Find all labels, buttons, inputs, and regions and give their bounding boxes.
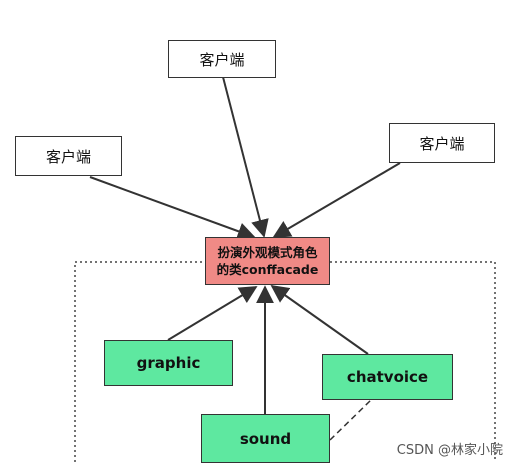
subsystem-box-chatvoice: chatvoice (322, 354, 453, 400)
arrow-client-top-to-facade (222, 76, 269, 238)
client-label: 客户端 (419, 134, 465, 153)
arrow-client-left-to-facade (89, 176, 256, 240)
client-box-right: 客户端 (389, 123, 495, 163)
subsystem-box-sound: sound (201, 414, 330, 463)
subsystem-label: graphic (136, 354, 201, 372)
watermark-text: CSDN @林家小院 (396, 443, 503, 458)
facade-label-line2: 的类conffacade (216, 262, 319, 277)
subsystem-label: chatvoice (346, 368, 429, 386)
client-box-top: 客户端 (168, 40, 276, 78)
subsystem-label: sound (239, 429, 292, 448)
facade-label-line1: 扮演外观模式角色 (217, 245, 318, 260)
dashed-link-sound-chatvoice (329, 398, 373, 441)
client-label: 客户端 (45, 147, 91, 166)
client-box-left: 客户端 (15, 136, 122, 176)
arrow-graphic-to-facade (167, 286, 258, 341)
facade-box: 扮演外观模式角色 的类conffacade (205, 237, 330, 285)
arrow-client-right-to-facade (272, 162, 401, 238)
arrow-chatvoice-to-facade (270, 284, 369, 355)
subsystem-box-graphic: graphic (104, 340, 233, 386)
client-label: 客户端 (199, 50, 245, 69)
